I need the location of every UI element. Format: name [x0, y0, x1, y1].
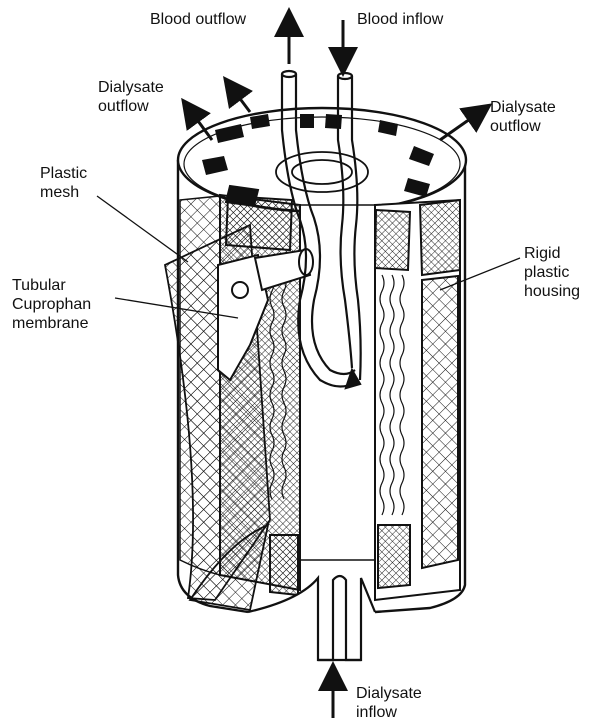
dialysate-outflow-right-label: Dialysate outflow — [490, 98, 556, 136]
dialysate-inflow-label: Dialysate inflow — [356, 684, 422, 722]
dialysate-inflow-pipe — [248, 576, 375, 660]
rigid-housing-label: Rigid plastic housing — [524, 244, 580, 301]
plastic-mesh-label: Plastic mesh — [40, 164, 87, 202]
dialysate-outflow-left-label: Dialysate outflow — [98, 78, 164, 116]
tubular-membrane-label: Tubular Cuprophan membrane — [12, 276, 91, 333]
blood-outflow-label: Blood outflow — [150, 10, 246, 29]
blood-inflow-label: Blood inflow — [357, 10, 443, 29]
